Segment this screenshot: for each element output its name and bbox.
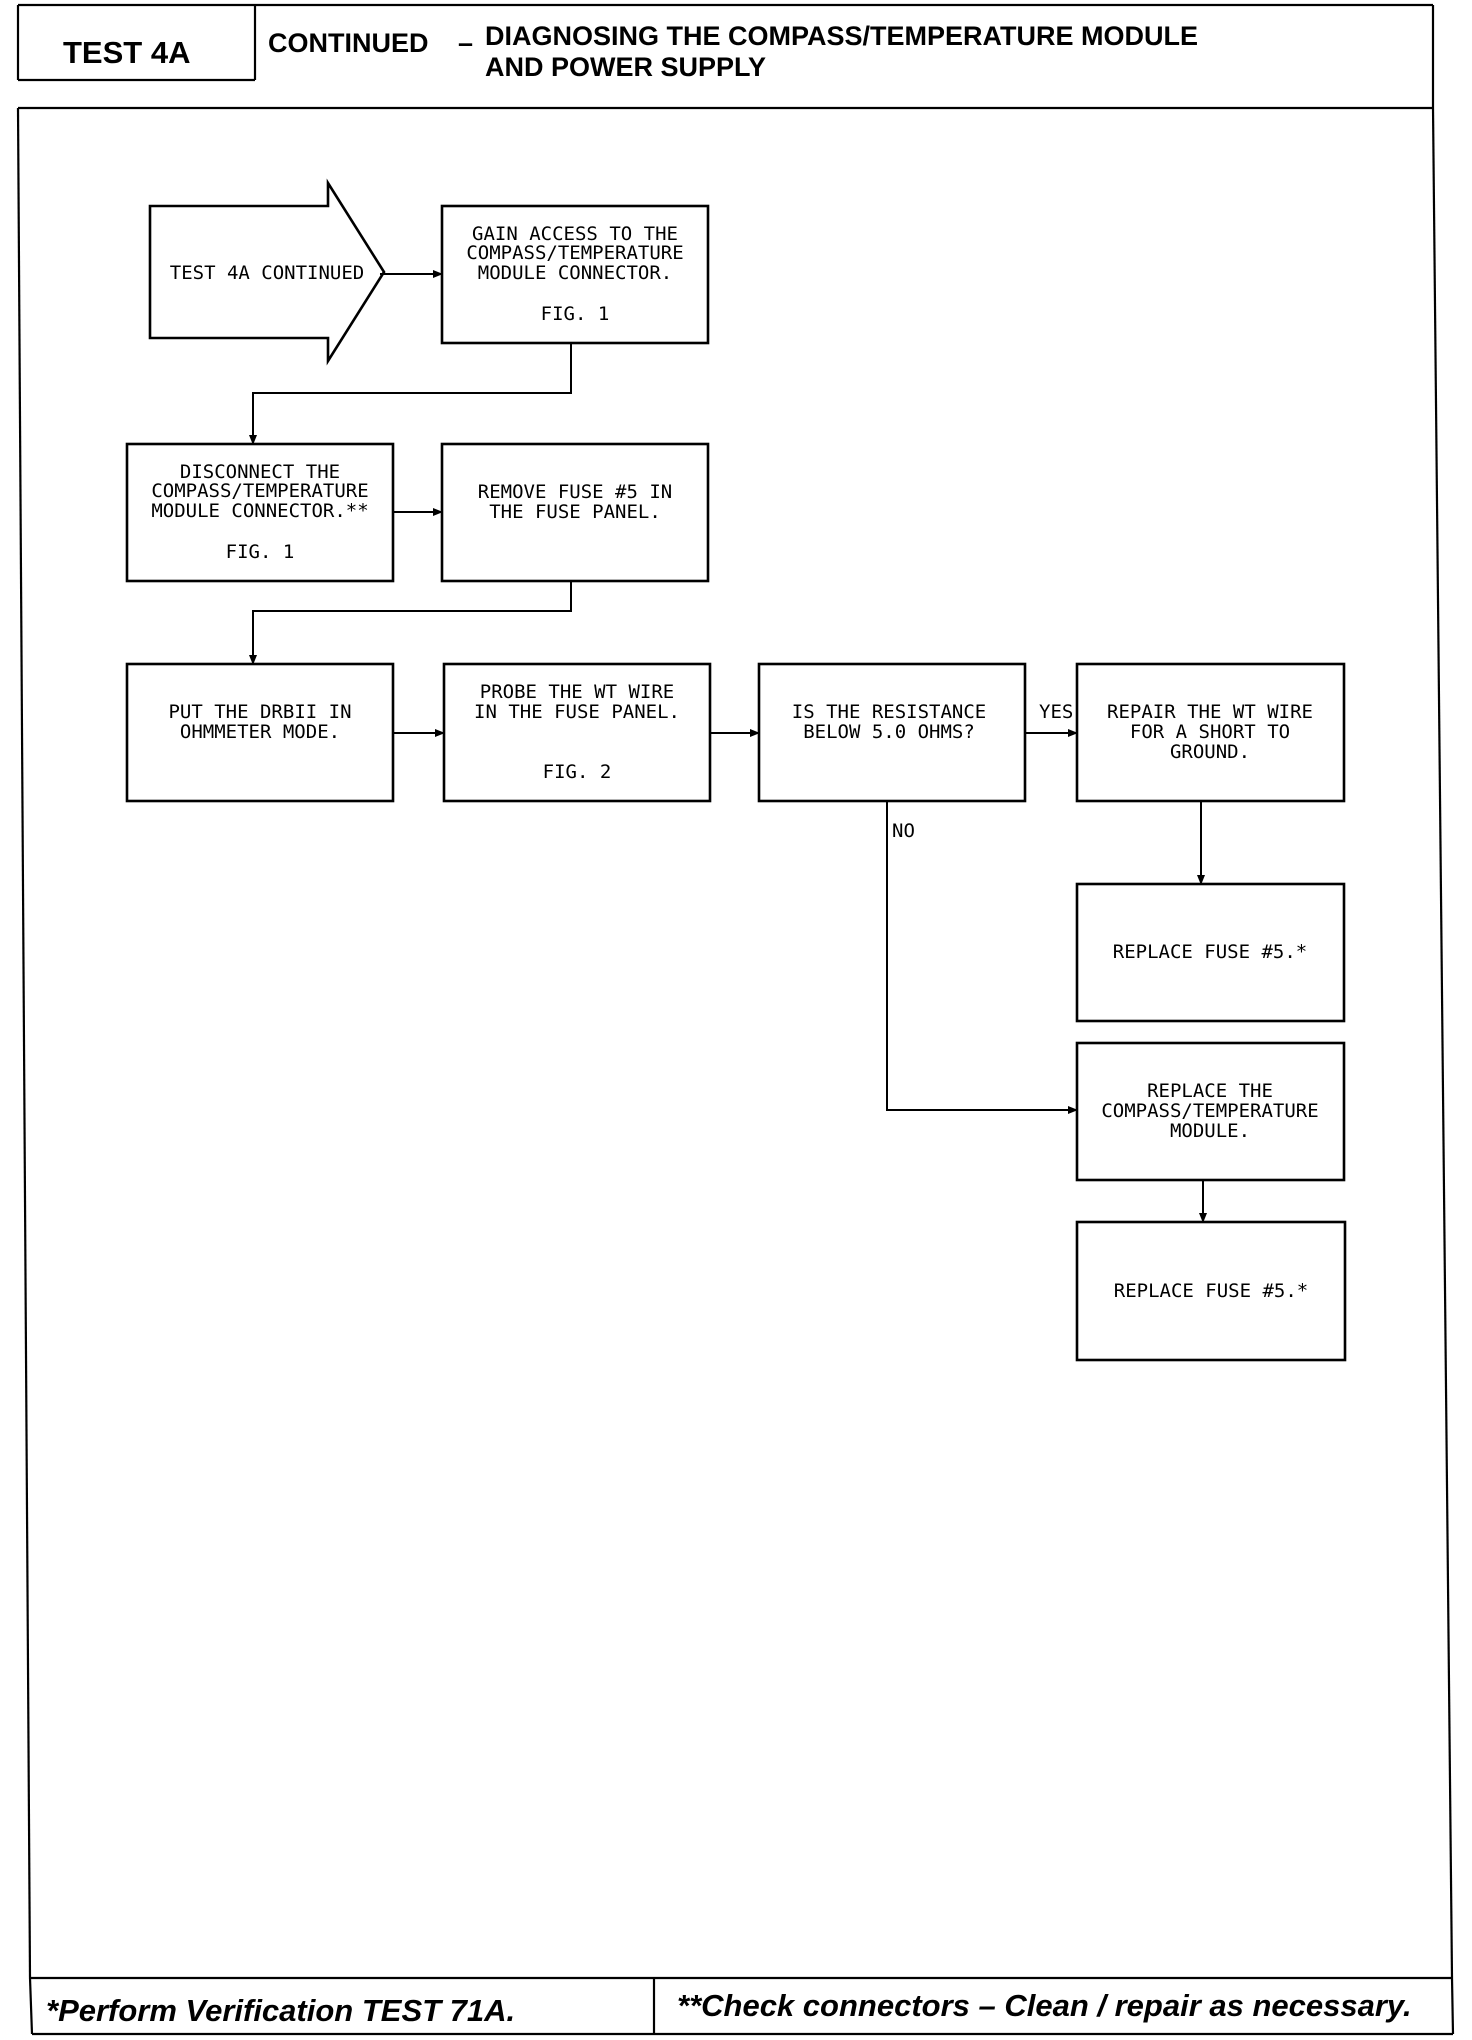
decision-line-2: BELOW 5.0 OHMS? — [803, 721, 975, 743]
remove-fuse-box-border — [440, 442, 710, 583]
resistance-decision-box: IS THE RESISTANCE BELOW 5.0 OHMS? — [757, 662, 1027, 803]
disconnect-line-1: DISCONNECT THE — [180, 461, 340, 483]
repair-wire-line-3: GROUND. — [1170, 741, 1250, 763]
ohmmeter-mode-box: PUT THE DRBII IN OHMMETER MODE. — [125, 662, 395, 803]
connector-decision-no — [886, 801, 1078, 1114]
repair-wire-line-1: REPAIR THE WT WIRE — [1107, 701, 1313, 723]
page-frame — [16, 107, 1454, 1979]
disconnect-fig-ref: FIG. 1 — [226, 541, 295, 563]
footer-left-border — [28, 1977, 34, 2035]
header-title-line-2: AND POWER SUPPLY — [485, 52, 766, 82]
flow-connectors — [249, 270, 1207, 1223]
disconnect-connector-box: DISCONNECT THE COMPASS/TEMPERATURE MODUL… — [125, 442, 395, 583]
replace-fuse-box-1: REPLACE FUSE #5.* — [1075, 882, 1346, 1023]
remove-fuse-line-2: THE FUSE PANEL. — [489, 501, 661, 523]
probe-wire-box: PROBE THE WT WIRE IN THE FUSE PANEL. FIG… — [442, 662, 712, 803]
repair-wire-line-2: FOR A SHORT TO — [1130, 721, 1290, 743]
replace-fuse-2-box-border — [1075, 1220, 1347, 1362]
start-arrow-shape — [148, 178, 386, 366]
disconnect-line-2: COMPASS/TEMPERATURE — [151, 480, 368, 502]
gain-access-line-2: COMPASS/TEMPERATURE — [466, 242, 683, 264]
frame-right-border — [1431, 107, 1454, 1979]
connector-gain-access-to-disconnect — [249, 343, 572, 445]
footer-connectors-note: **Check connectors – Clean / repair as n… — [677, 1988, 1412, 2023]
replace-fuse-1-label: REPLACE FUSE #5.* — [1113, 941, 1307, 963]
start-arrow: TEST 4A CONTINUED — [148, 178, 386, 366]
ohmmeter-mode-line-2: OHMMETER MODE. — [180, 721, 340, 743]
probe-wire-line-2: IN THE FUSE PANEL. — [474, 701, 680, 723]
footer-right-border — [1450, 1977, 1455, 2035]
remove-fuse-line-1: REMOVE FUSE #5 IN — [478, 481, 672, 503]
replace-fuse-2-label: REPLACE FUSE #5.* — [1114, 1280, 1308, 1302]
start-arrow-label: TEST 4A CONTINUED — [170, 262, 364, 284]
gain-access-box: GAIN ACCESS TO THE COMPASS/TEMPERATURE M… — [440, 204, 710, 345]
ohmmeter-mode-line-1: PUT THE DRBII IN — [168, 701, 351, 723]
page-header: TEST 4A CONTINUED – DIAGNOSING THE COMPA… — [16, 3, 1435, 110]
flowchart: TEST 4A CONTINUED GAIN ACCESS TO THE COM… — [125, 178, 1347, 1362]
decision-line-1: IS THE RESISTANCE — [792, 701, 986, 723]
replace-fuse-box-2: REPLACE FUSE #5.* — [1075, 1220, 1347, 1362]
replace-module-box: REPLACE THE COMPASS/TEMPERATURE MODULE. — [1075, 1041, 1346, 1182]
replace-module-line-2: COMPASS/TEMPERATURE — [1101, 1100, 1318, 1122]
replace-module-box-border — [1075, 1041, 1346, 1182]
connector-remove-fuse-to-ohmmeter — [249, 581, 572, 665]
repair-wire-box-border — [1075, 662, 1346, 803]
probe-wire-fig-ref: FIG. 2 — [543, 761, 612, 783]
gain-access-line-3: MODULE CONNECTOR. — [478, 262, 672, 284]
test-label: TEST 4A — [63, 35, 190, 70]
footer-verification-note: *Perform Verification TEST 71A. — [46, 1993, 515, 2028]
header-title-line-1: DIAGNOSING THE COMPASS/TEMPERATURE MODUL… — [485, 21, 1198, 51]
no-branch-label: NO — [892, 820, 915, 842]
repair-wire-box: REPAIR THE WT WIRE FOR A SHORT TO GROUND… — [1075, 662, 1346, 803]
remove-fuse-box: REMOVE FUSE #5 IN THE FUSE PANEL. — [440, 442, 710, 583]
header-dash: – — [458, 28, 473, 58]
gain-access-fig-ref: FIG. 1 — [541, 303, 610, 325]
disconnect-line-3: MODULE CONNECTOR.** — [151, 500, 368, 522]
replace-module-line-1: REPLACE THE — [1147, 1080, 1273, 1102]
probe-wire-line-1: PROBE THE WT WIRE — [480, 681, 674, 703]
replace-module-line-3: MODULE. — [1170, 1120, 1250, 1142]
replace-fuse-1-box-border — [1075, 882, 1346, 1023]
gain-access-line-1: GAIN ACCESS TO THE — [472, 223, 678, 245]
frame-left-border — [16, 107, 32, 1979]
header-continued: CONTINUED — [268, 28, 429, 58]
yes-branch-label: YES — [1039, 701, 1073, 723]
page-footer: *Perform Verification TEST 71A. **Check … — [28, 1976, 1455, 2036]
